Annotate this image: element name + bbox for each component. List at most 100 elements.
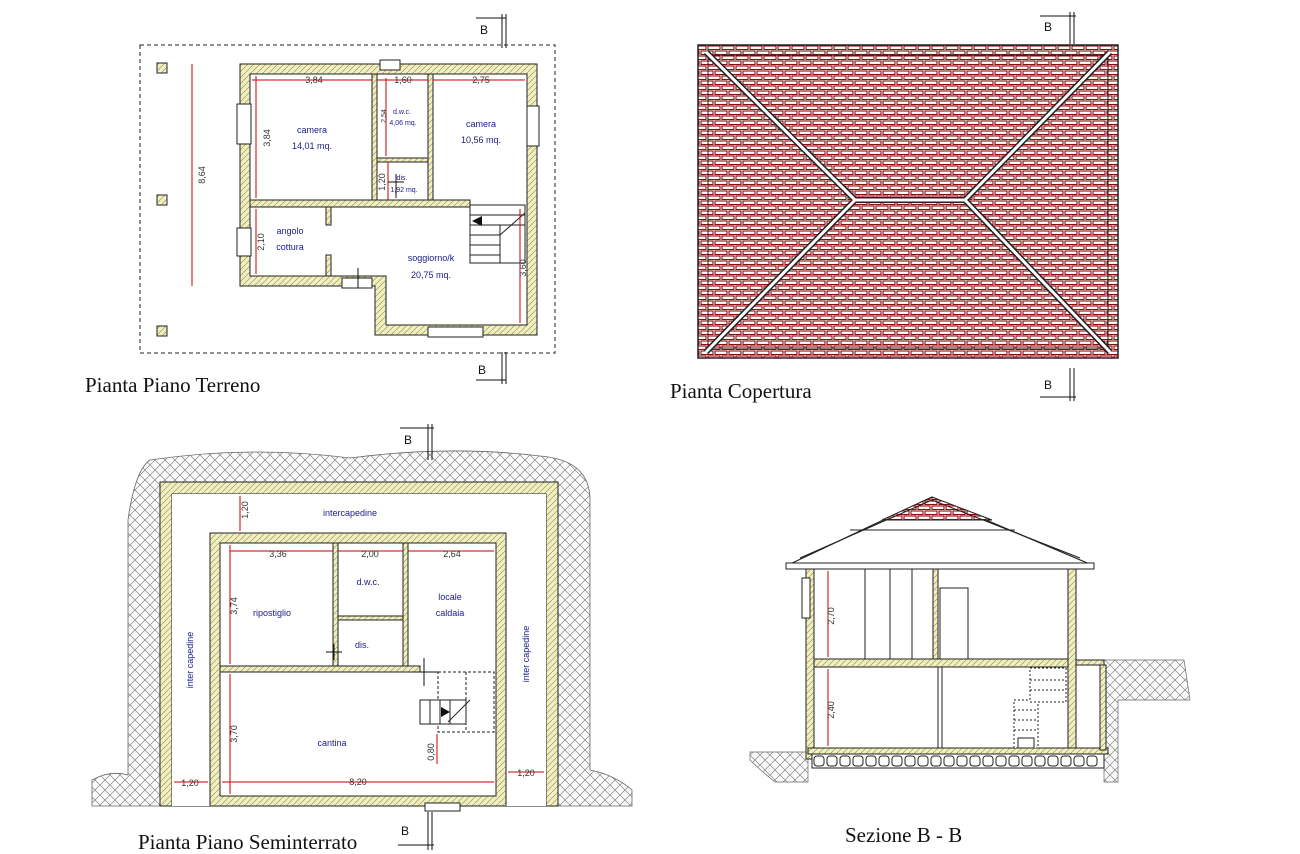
interior-wall — [249, 199, 471, 208]
foundation-block — [1073, 755, 1085, 767]
window — [526, 105, 540, 147]
foundation-block — [956, 755, 968, 767]
door — [341, 277, 373, 289]
foundation-block — [1047, 755, 1059, 767]
dim-label: 0,80 — [426, 743, 436, 761]
foundation-block — [1021, 755, 1033, 767]
window — [427, 326, 484, 338]
basement-title: Pianta Piano Seminterrato — [138, 830, 357, 854]
earth-fill — [749, 751, 809, 783]
section-marker: B — [1040, 368, 1076, 401]
interior-wall — [337, 615, 404, 621]
room-name: angolo — [276, 226, 303, 236]
room-name: d.w.c. — [356, 577, 379, 587]
window — [801, 577, 811, 619]
porch-outline — [139, 44, 556, 354]
window — [236, 227, 252, 257]
dim-label: 1,60 — [394, 75, 412, 85]
room-name: locale — [438, 592, 462, 602]
roof-tiles — [881, 496, 993, 521]
interior-wall — [219, 665, 421, 673]
floor-slab — [813, 658, 1069, 668]
basement-plan: 1,20 3,36 2,00 2,64 3,74 3,70 0,80 8,20 … — [91, 424, 633, 854]
foundation-block — [904, 755, 916, 767]
foundation-block — [982, 755, 994, 767]
section-marker: B — [1040, 12, 1076, 44]
door — [939, 587, 969, 660]
foundation-block — [1008, 755, 1020, 767]
column — [156, 194, 168, 206]
section-marker: B — [400, 424, 434, 460]
dim-label: 1,20 — [181, 778, 199, 788]
section-staircase — [1013, 667, 1067, 749]
dim-label: 3,84 — [305, 75, 323, 85]
window — [379, 59, 401, 71]
foundation-block — [943, 755, 955, 767]
roof-slab — [785, 562, 1095, 570]
dim-label: 3,84 — [262, 129, 272, 147]
roof-plan: B B Pianta Copertura — [670, 12, 1119, 403]
foundation-block — [1034, 755, 1046, 767]
svg-text:B: B — [401, 824, 409, 838]
room-name: dis. — [355, 640, 369, 650]
foundation-block — [1060, 755, 1072, 767]
outer-walls — [239, 63, 538, 336]
ground-floor-title: Pianta Piano Terreno — [85, 373, 260, 397]
dim-label: 1,20 — [517, 768, 535, 778]
dim-label: 2,10 — [256, 233, 266, 251]
foundation-block — [969, 755, 981, 767]
dim-label: 2,75 — [472, 75, 490, 85]
room-name: d.w.c. — [393, 109, 411, 116]
wall — [1099, 664, 1107, 751]
interior-wall — [427, 73, 434, 201]
room-area: 4,06 mq. — [389, 120, 416, 127]
interior-wall — [325, 206, 332, 226]
room-name: cottura — [276, 242, 304, 252]
foundation-block — [865, 755, 877, 767]
dim-label: 2,64 — [443, 549, 461, 559]
ground-floor-plan: 3,84 1,60 2,75 3,84 8,64 2,10 1,20 3,60 … — [85, 14, 556, 397]
section-title: Sezione B - B — [845, 823, 962, 847]
window — [236, 103, 252, 145]
dim-label: 3,60 — [518, 259, 528, 277]
foundation-block — [839, 755, 851, 767]
section-marker: B — [398, 812, 434, 850]
foundation-block — [930, 755, 942, 767]
dim-label: 2,40 — [826, 701, 836, 719]
window — [424, 802, 461, 812]
roof-title: Pianta Copertura — [670, 379, 812, 403]
svg-text:B: B — [480, 23, 488, 37]
room-name: camera — [297, 125, 327, 135]
dim-label: 3,70 — [229, 725, 239, 743]
room-name: soggiorno/k — [408, 253, 455, 263]
dim-label: 1,20 — [377, 173, 387, 191]
column — [156, 62, 168, 74]
dim-label: 2,00 — [361, 549, 379, 559]
partition — [937, 666, 943, 749]
room-area: 1,92 mq. — [390, 187, 417, 194]
dim-label: 1,20 — [240, 501, 250, 519]
foundation-block — [826, 755, 838, 767]
room-name: camera — [466, 119, 496, 129]
ground-slab — [807, 747, 1109, 755]
foundation-blocks — [813, 755, 1098, 767]
svg-text:B: B — [1044, 378, 1052, 392]
svg-text:B: B — [404, 433, 412, 447]
room-name: inter capedine — [521, 626, 531, 683]
room-name: intercapedine — [323, 508, 377, 518]
wall — [1067, 568, 1077, 760]
section-marker: B — [476, 14, 507, 48]
dim-label: 3,74 — [229, 597, 239, 615]
dim-label: 3,36 — [269, 549, 287, 559]
room-area: 14,01 mq. — [292, 141, 332, 151]
interior-wall — [371, 73, 378, 201]
svg-text:B: B — [1044, 20, 1052, 34]
interior-wall — [325, 254, 332, 277]
interior-wall — [332, 542, 339, 667]
room-name: dis. — [397, 175, 408, 182]
partition — [932, 568, 939, 660]
interior-wall — [402, 542, 409, 667]
room-name: cantina — [317, 738, 346, 748]
column — [156, 325, 168, 337]
